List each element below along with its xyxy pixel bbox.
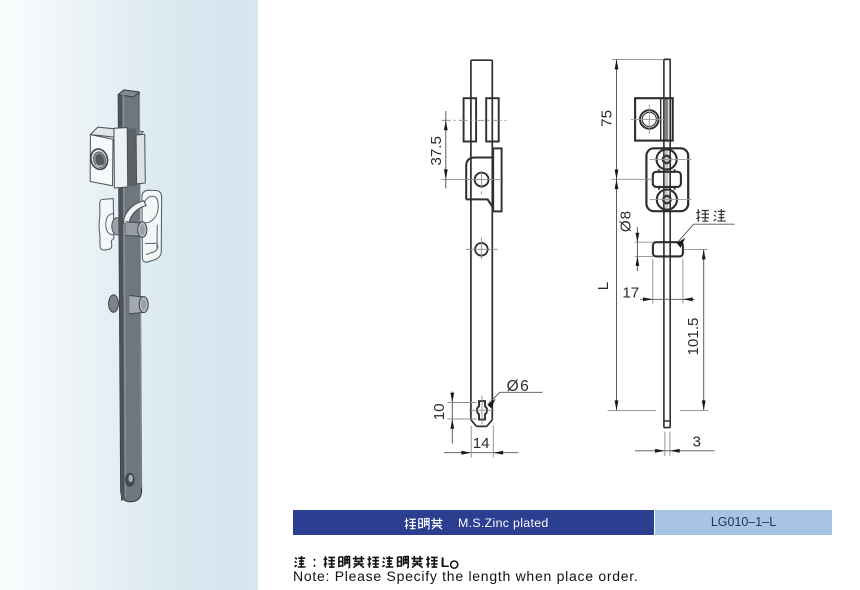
- svg-text:101.5: 101.5: [685, 317, 702, 355]
- svg-text:37.5: 37.5: [428, 136, 445, 166]
- svg-text:75: 75: [598, 110, 615, 127]
- svg-text:Ø8: Ø8: [617, 210, 634, 232]
- svg-text:L: L: [595, 282, 612, 290]
- svg-text:3: 3: [692, 434, 700, 451]
- svg-text:10: 10: [431, 403, 448, 420]
- svg-text:L: L: [441, 555, 450, 571]
- svg-text:Ø6: Ø6: [507, 378, 531, 395]
- svg-text:17: 17: [622, 285, 639, 302]
- svg-text:14: 14: [473, 435, 490, 452]
